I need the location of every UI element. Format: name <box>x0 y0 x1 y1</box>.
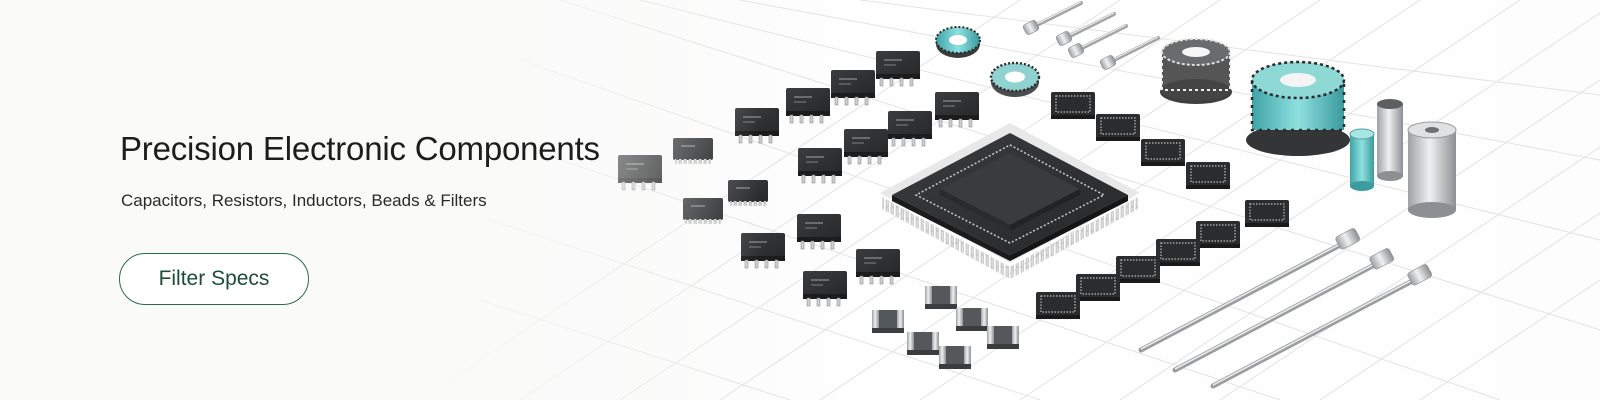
text-backdrop <box>0 0 760 400</box>
hero-copy: Precision Electronic Components Capacito… <box>120 128 680 212</box>
page-subtitle: Capacitors, Resistors, Inductors, Beads … <box>121 191 487 210</box>
page-title: Precision Electronic Components <box>120 130 600 167</box>
qfp-chip-icon <box>880 123 1140 279</box>
filter-specs-button[interactable]: Filter Specs <box>119 253 309 305</box>
inductor-coil-icon <box>935 26 981 58</box>
resistor-array-icon <box>925 286 957 309</box>
capacitor-icon <box>1349 128 1375 191</box>
probe-pin-icon <box>1020 0 1083 38</box>
